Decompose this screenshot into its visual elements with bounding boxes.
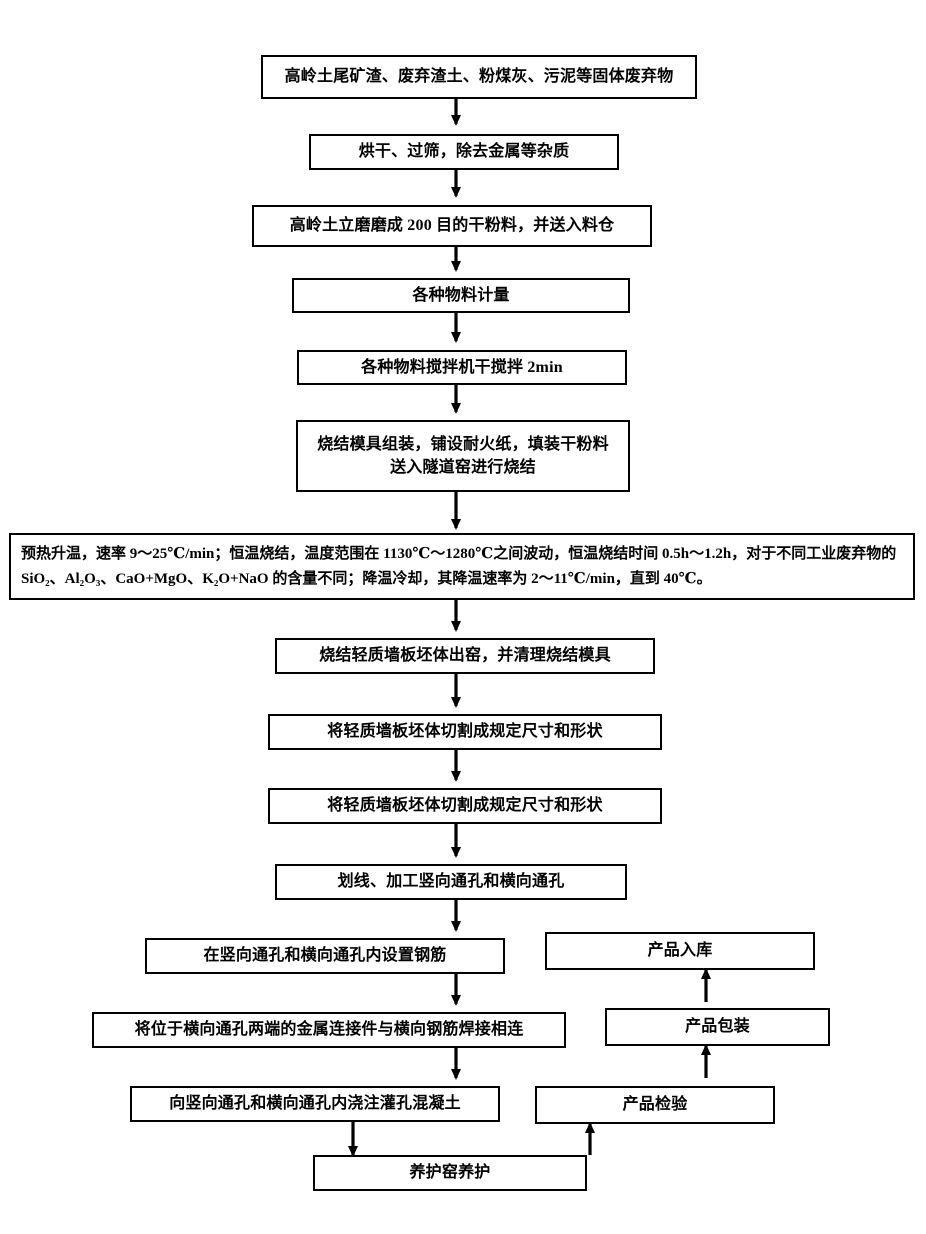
node-n4[interactable]: 各种物料计量 <box>292 278 630 313</box>
node-n13[interactable]: 将位于横向通孔两端的金属连接件与横向钢筋焊接相连 <box>92 1012 566 1048</box>
node-n6[interactable]: 烧结模具组装，铺设耐火纸，填装干粉料 送入隧道窑进行烧结 <box>296 420 630 492</box>
node-n12[interactable]: 在竖向通孔和横向通孔内设置钢筋 <box>145 938 505 974</box>
node-n2[interactable]: 烘干、过筛，除去金属等杂质 <box>309 134 619 170</box>
node-n8[interactable]: 烧结轻质墙板坯体出窑，并清理烧结模具 <box>275 638 655 674</box>
node-n11[interactable]: 划线、加工竖向通孔和横向通孔 <box>275 864 627 900</box>
node-n10[interactable]: 将轻质墙板坯体切割成规定尺寸和形状 <box>268 788 662 824</box>
node-n14[interactable]: 向竖向通孔和横向通孔内浇注灌孔混凝土 <box>130 1086 500 1122</box>
node-n18[interactable]: 产品入库 <box>545 932 815 970</box>
node-n7-text: 预热升温，速率 9～25℃/min；恒温烧结，温度范围在 1130℃～1280℃… <box>21 546 897 587</box>
node-n3[interactable]: 高岭土立磨磨成 200 目的干粉料，并送入料仓 <box>252 205 652 247</box>
node-n5[interactable]: 各种物料搅拌机干搅拌 2min <box>297 350 627 385</box>
node-n1[interactable]: 高岭土尾矿渣、废弃渣土、粉煤灰、污泥等固体废弃物 <box>261 55 697 99</box>
node-n16[interactable]: 产品检验 <box>535 1086 775 1124</box>
node-n9[interactable]: 将轻质墙板坯体切割成规定尺寸和形状 <box>268 714 662 750</box>
node-n17[interactable]: 产品包装 <box>605 1008 830 1046</box>
node-n15[interactable]: 养护窑养护 <box>313 1155 587 1191</box>
node-n7[interactable]: 预热升温，速率 9～25℃/min；恒温烧结，温度范围在 1130℃～1280℃… <box>9 533 915 600</box>
